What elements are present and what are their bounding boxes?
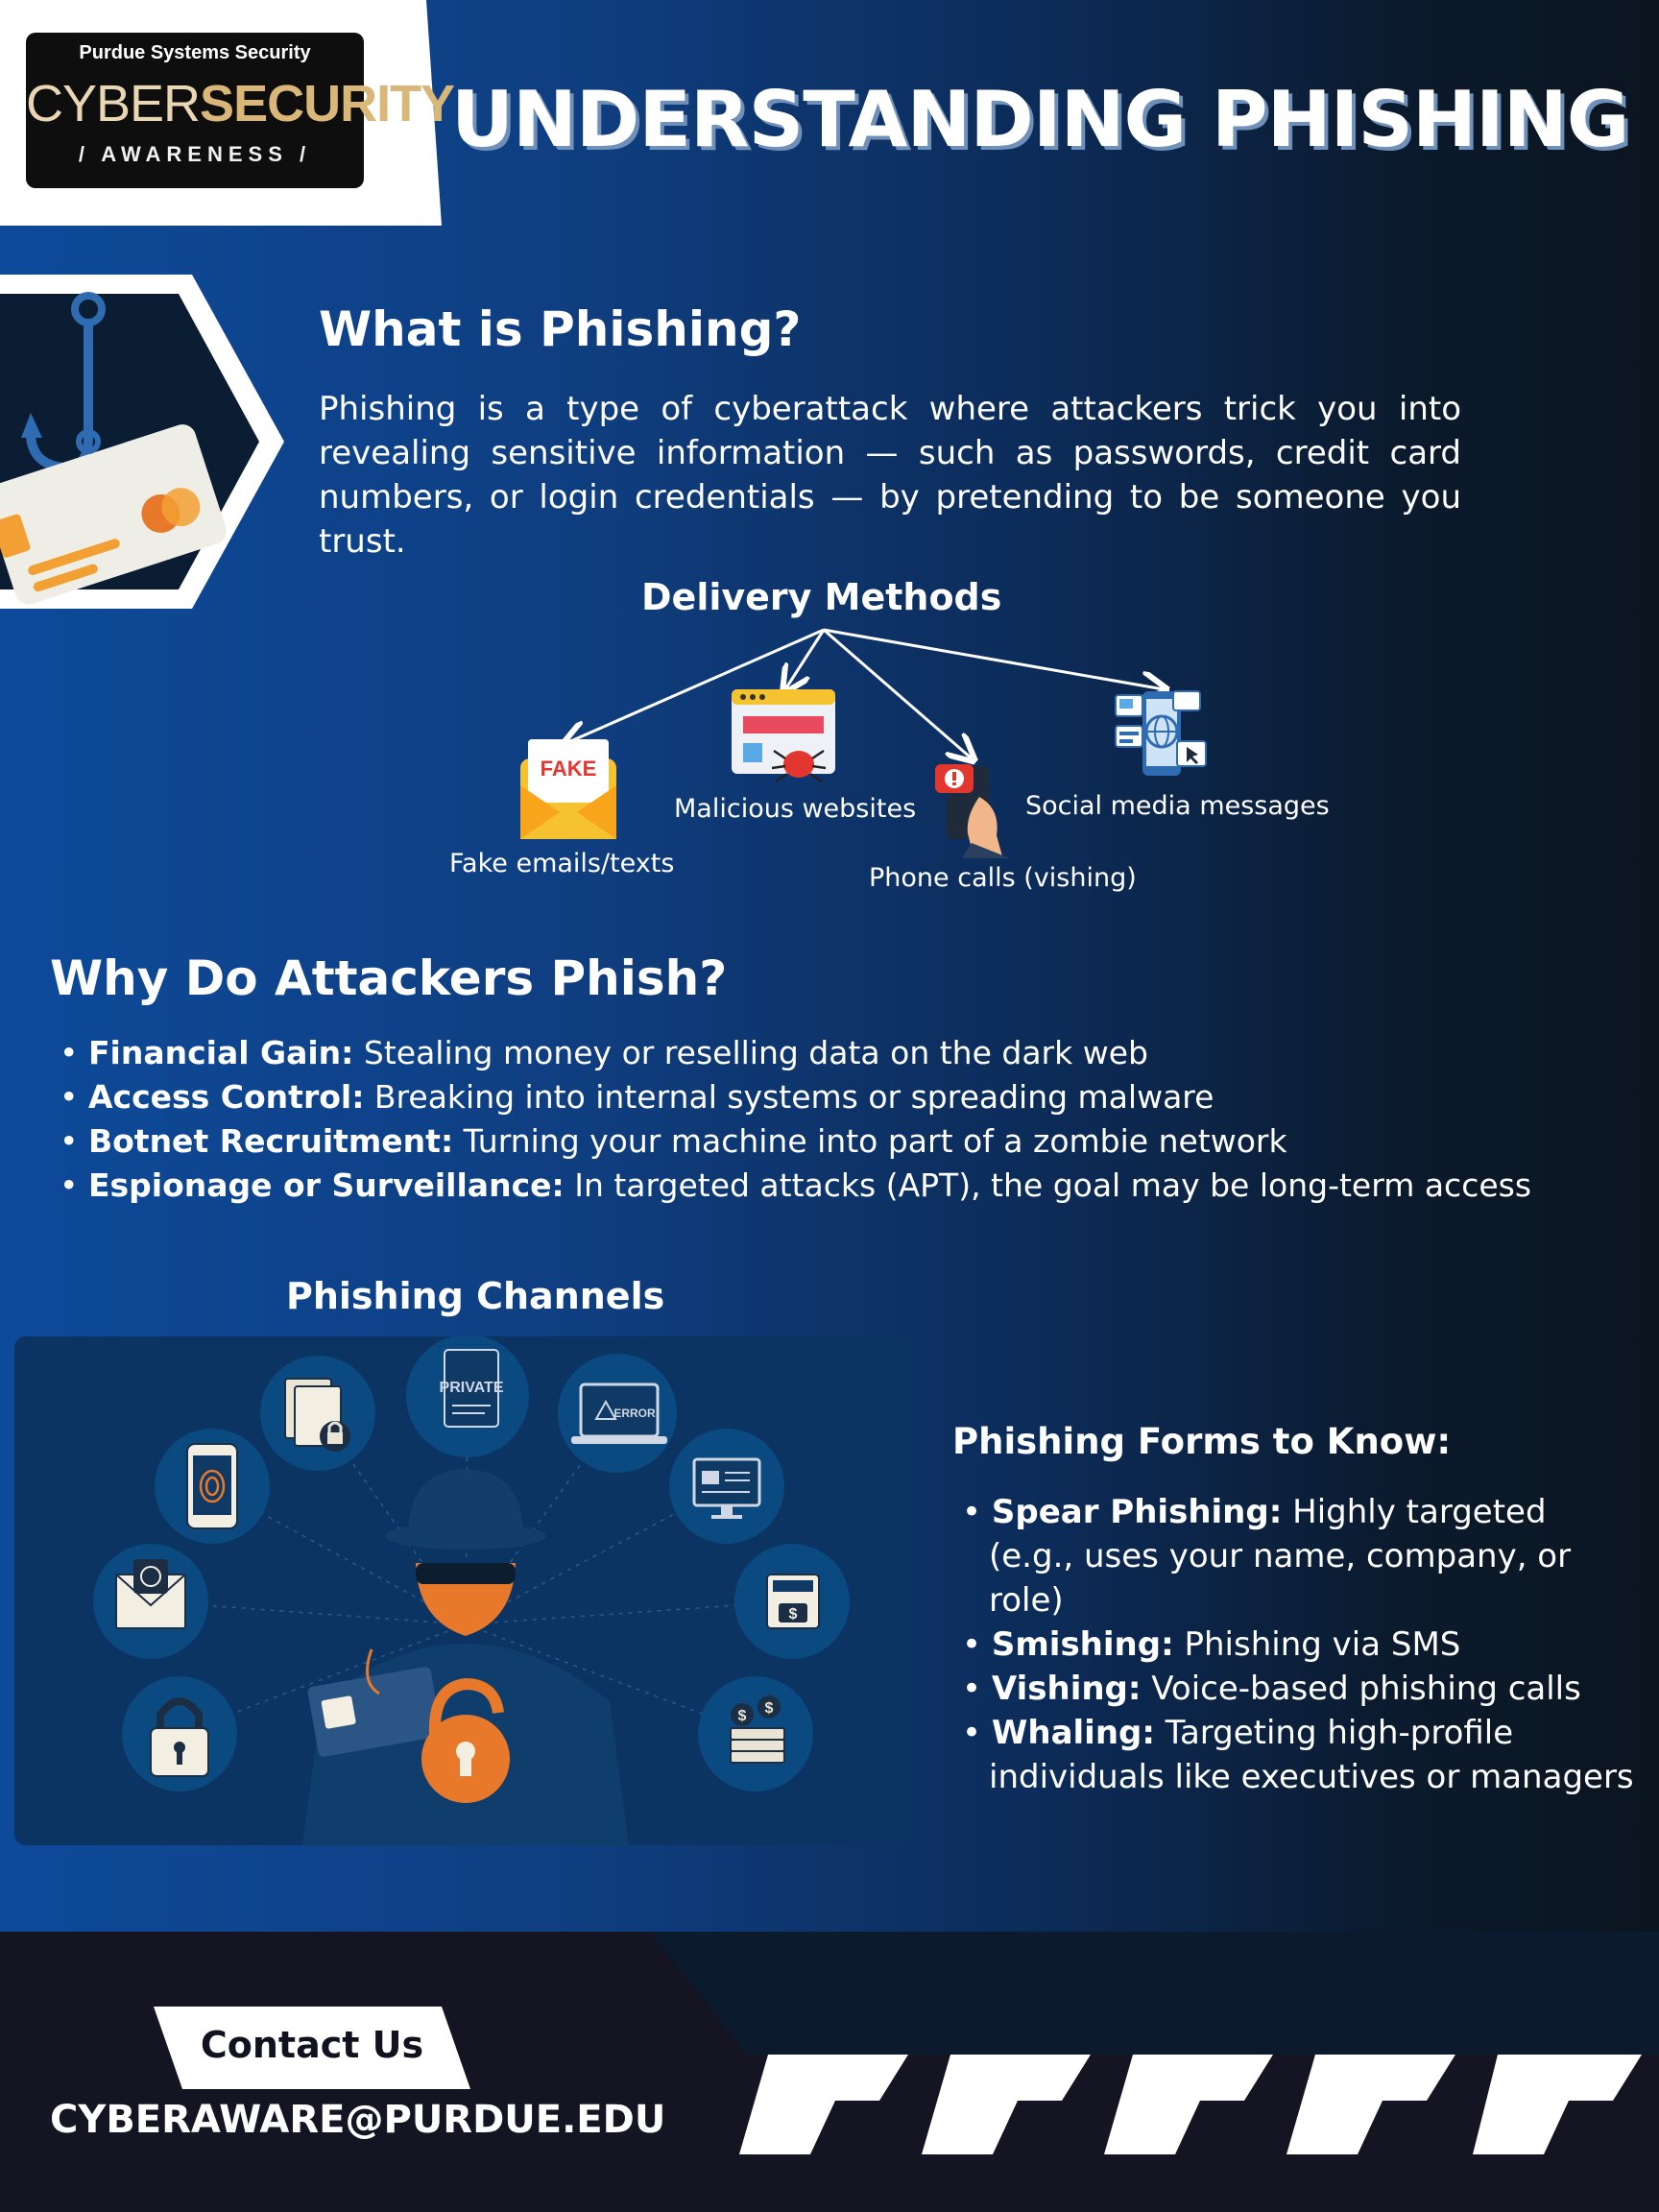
computer-monitor-icon <box>692 1457 761 1519</box>
fake-email-icon: FAKE <box>520 739 616 839</box>
logo-sub-text: / AWARENESS / <box>78 142 312 166</box>
delivery-label-fake-emails: Fake emails/texts <box>449 849 675 878</box>
phishing-hook-card-icon <box>0 275 284 609</box>
why-attackers-phish-heading: Why Do Attackers Phish? <box>50 950 728 1006</box>
delivery-label-malicious-websites: Malicious websites <box>674 794 917 824</box>
delivery-methods-heading: Delivery Methods <box>641 576 1002 618</box>
svg-text:$: $ <box>789 1606 798 1623</box>
list-item: Vishing: Voice-based phishing calls <box>962 1667 1634 1711</box>
list-item: Spear Phishing: Highly targeted (e.g., u… <box>962 1490 1634 1623</box>
fake-badge-text: FAKE <box>541 757 597 781</box>
delivery-label-social-media: Social media messages <box>1025 791 1330 821</box>
private-label: PRIVATE <box>440 1380 504 1396</box>
money-stack-icon: $ $ <box>730 1695 785 1764</box>
contact-email-link[interactable]: CYBERAWARE@PURDUE.EDU <box>50 2098 666 2142</box>
malicious-website-icon <box>732 689 835 783</box>
list-item: Smishing: Phishing via SMS <box>962 1623 1634 1667</box>
list-item: Financial Gain: Stealing money or resell… <box>60 1031 1531 1075</box>
list-item: Access Control: Breaking into internal s… <box>60 1075 1531 1119</box>
list-item: Whaling: Targeting high-profile individu… <box>962 1711 1634 1799</box>
logo-cyber-text: CYBER <box>26 75 201 132</box>
delivery-label-phone-calls: Phone calls (vishing) <box>869 863 1137 893</box>
payment-card-icon: $ <box>766 1574 820 1629</box>
svg-text:$: $ <box>738 1708 747 1724</box>
padlock-icon <box>150 1697 209 1777</box>
phishing-channels-illustration: PRIVATE ERROR $ $ $ <box>93 1336 850 1845</box>
contact-us-tag[interactable] <box>154 2007 470 2089</box>
footer-decoration <box>649 1932 1659 2154</box>
fingerprint-phone-icon <box>186 1443 238 1529</box>
logo-org-text: Purdue Systems Security <box>79 42 311 63</box>
list-item: Espionage or Surveillance: In targeted a… <box>60 1164 1531 1208</box>
logo <box>26 33 364 188</box>
phishing-forms-heading: Phishing Forms to Know: <box>952 1421 1452 1462</box>
private-document-icon: PRIVATE <box>440 1349 504 1428</box>
what-is-phishing-heading: What is Phishing? <box>319 301 802 357</box>
phishing-channels-heading: Phishing Channels <box>286 1275 665 1317</box>
page-title: UNDERSTANDING PHISHING <box>451 75 1629 164</box>
logo-wordmark: CYBERSECURITY <box>26 75 455 132</box>
error-label: ERROR <box>613 1407 656 1420</box>
error-laptop-icon: ERROR <box>571 1382 667 1444</box>
logo-security-text: SECURITY <box>200 75 455 132</box>
delivery-arrows <box>0 628 1659 922</box>
phone-call-icon <box>935 764 1010 858</box>
list-item: Botnet Recruitment: Turning your machine… <box>60 1119 1531 1164</box>
what-is-phishing-body: Phishing is a type of cyberattack where … <box>319 390 1461 561</box>
phishing-forms-list: Spear Phishing: Highly targeted (e.g., u… <box>962 1490 1634 1799</box>
hacker-figure-icon <box>302 1469 629 1845</box>
locked-documents-icon <box>284 1378 350 1452</box>
email-envelope-icon <box>115 1559 186 1629</box>
contact-us-label[interactable]: Contact Us <box>200 2024 424 2066</box>
svg-text:$: $ <box>765 1700 774 1717</box>
social-media-icon <box>1115 690 1207 776</box>
why-list: Financial Gain: Stealing money or resell… <box>60 1031 1531 1208</box>
